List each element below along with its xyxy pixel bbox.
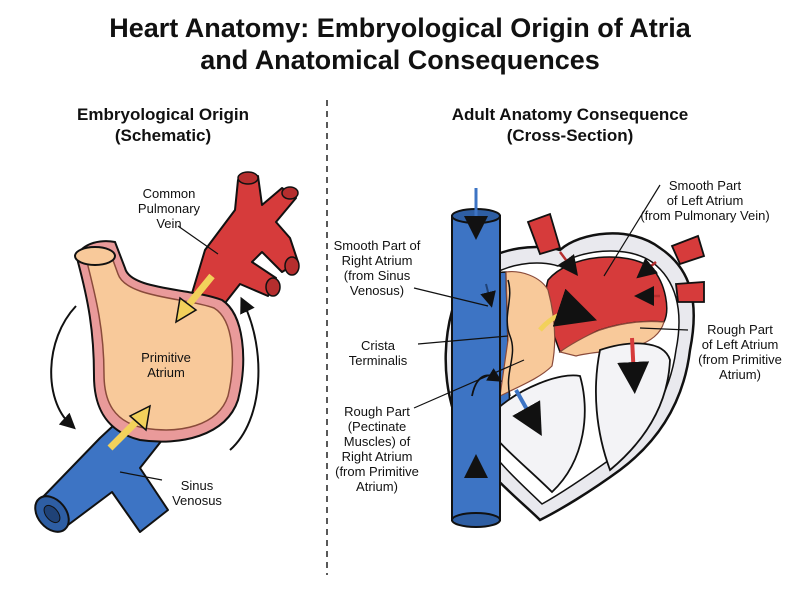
label-smooth-part-left-atrium: Smooth Part of Left Atrium (from Pulmona…	[640, 178, 770, 223]
right-heading-line-2: (Cross-Section)	[506, 126, 634, 145]
primitive-atrium	[87, 250, 234, 431]
label-smooth-part-right-atrium: Smooth Part of Right Atrium (from Sinus …	[333, 238, 421, 298]
label-common-pulmonary-vein: Common Pulmonary Vein	[137, 186, 201, 231]
left-ventricle	[595, 342, 671, 472]
embryological-schematic	[34, 171, 300, 533]
inflow-arrow-from-sinus-venosus-icon	[107, 415, 143, 451]
label-primitive-atrium: Primitive Atrium	[141, 350, 191, 380]
left-heading-line-1: Embryological Origin	[77, 105, 249, 124]
right-curved-arrow-icon	[229, 296, 260, 451]
label-crista-terminalis: Crista Terminalis	[348, 338, 408, 368]
left-curved-arrow-icon	[50, 305, 77, 430]
main-title-line-1: Heart Anatomy: Embryological Origin of A…	[109, 13, 691, 43]
label-sinus-venosus: Sinus Venosus	[172, 478, 222, 508]
crista-terminalis	[506, 279, 514, 397]
label-rough-part-left-atrium: Rough Part of Left Atrium (from Primitiv…	[698, 322, 782, 382]
main-title: Heart Anatomy: Embryological Origin of A…	[0, 12, 800, 76]
left-panel-heading: Embryological Origin (Schematic)	[13, 104, 313, 146]
left-heading-line-2: (Schematic)	[114, 126, 212, 145]
right-panel-heading: Adult Anatomy Consequence (Cross-Section…	[420, 104, 720, 146]
adult-cross-section	[413, 184, 706, 528]
right-heading-line-1: Adult Anatomy Consequence	[451, 105, 689, 124]
inflow-arrow-from-pulmonary-vein-icon	[183, 273, 215, 311]
main-title-line-2: and Anatomical Consequences	[200, 45, 600, 75]
label-rough-part-right-atrium: Rough Part (Pectinate Muscles) of Right …	[335, 404, 419, 494]
